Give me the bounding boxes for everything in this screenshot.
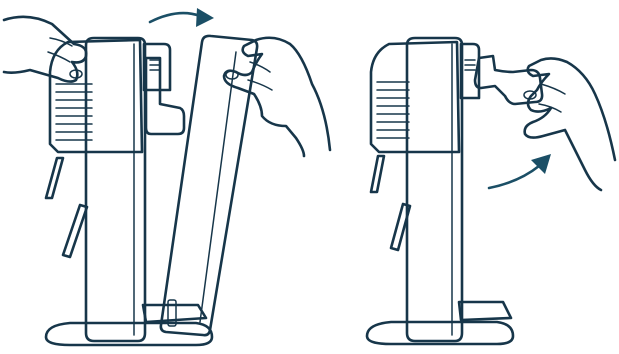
base-plate bbox=[44, 303, 214, 347]
water-bottle bbox=[48, 38, 144, 154]
legs bbox=[44, 156, 89, 259]
appliance-column bbox=[84, 36, 172, 343]
cartridge bbox=[144, 56, 186, 136]
curved-arrow-icon bbox=[148, 8, 214, 27]
right-hand bbox=[222, 36, 332, 158]
step-remove-cartridge-panel bbox=[345, 0, 619, 354]
step-open-door-panel bbox=[2, 8, 332, 347]
water-bottle bbox=[369, 40, 461, 154]
base-plate bbox=[365, 300, 515, 346]
curved-arrow-icon bbox=[487, 154, 551, 190]
left-hand bbox=[2, 15, 88, 83]
step-remove-cartridge-drawing bbox=[365, 36, 617, 346]
legs bbox=[369, 154, 412, 252]
cartridge bbox=[473, 54, 544, 106]
step-open-door-drawing bbox=[2, 8, 332, 347]
right-hand bbox=[523, 57, 617, 192]
side-door bbox=[159, 34, 259, 337]
appliance-column bbox=[405, 36, 481, 343]
